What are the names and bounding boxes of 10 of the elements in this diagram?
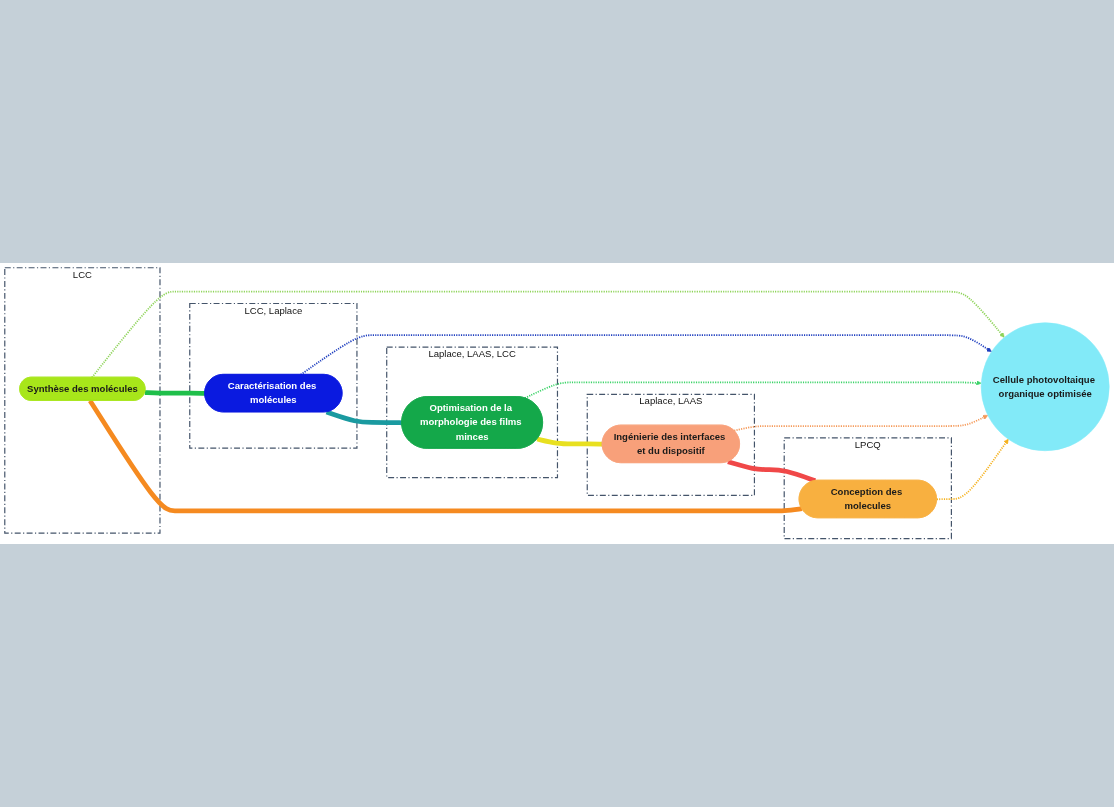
connector xyxy=(727,459,817,484)
connector xyxy=(88,399,803,514)
connector xyxy=(536,437,603,447)
arrow xyxy=(91,291,1005,379)
arrow xyxy=(299,334,992,376)
arrow xyxy=(524,380,982,400)
node-circle: Cellule photovoltaique organique optimisée xyxy=(980,322,1110,452)
arrow xyxy=(733,415,989,432)
connector xyxy=(325,410,402,426)
connector xyxy=(144,390,205,397)
